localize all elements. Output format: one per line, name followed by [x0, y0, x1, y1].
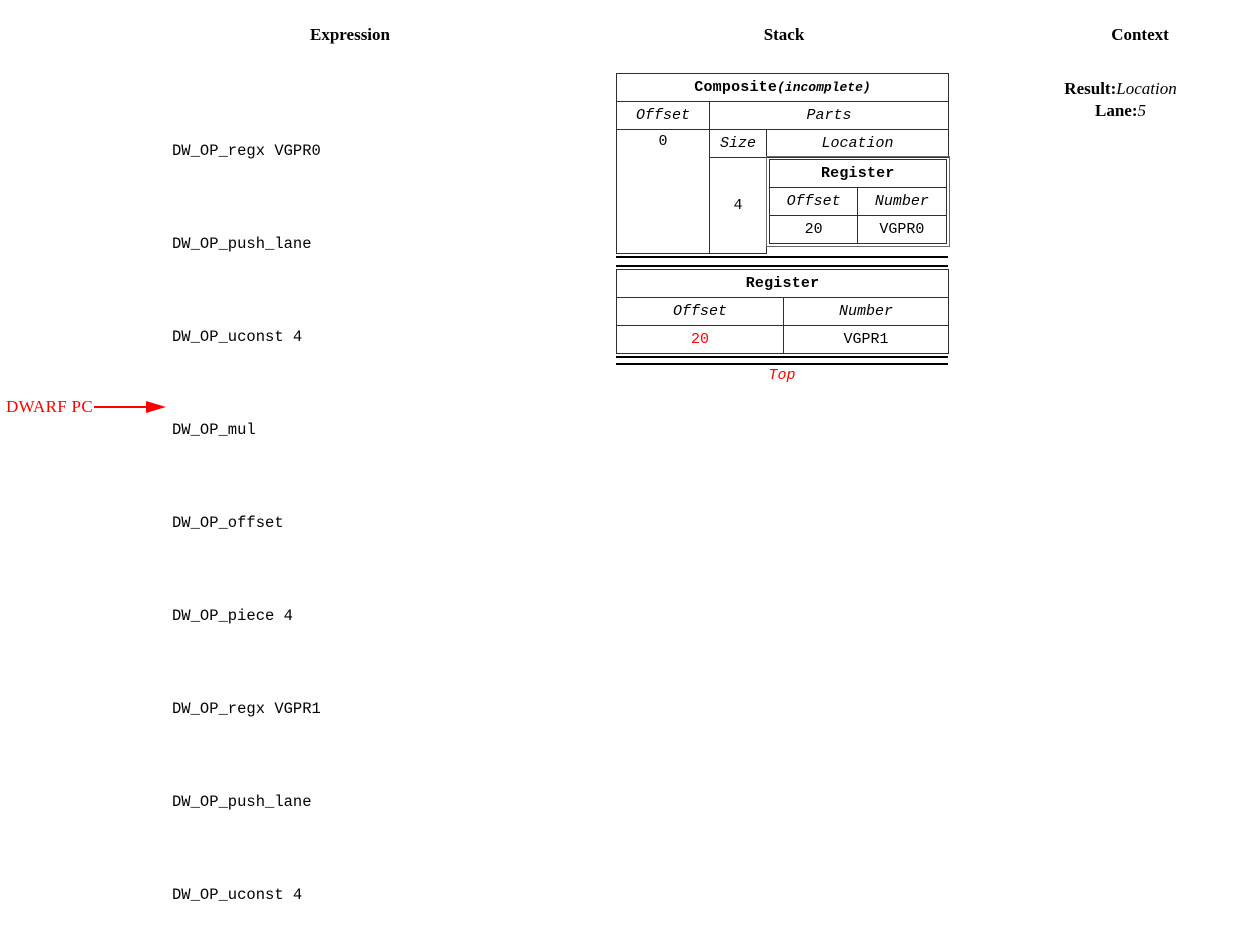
expression-line: DW_OP_offset	[172, 514, 284, 532]
expression-line: DW_OP_mul	[172, 421, 256, 439]
register-number-value: VGPR1	[783, 324, 949, 354]
part-size-value: 4	[709, 157, 767, 254]
stack-top-label: Top	[768, 366, 796, 384]
part-size-header: Size	[709, 129, 767, 158]
register-number-header: Number	[783, 296, 949, 326]
context-result-key: Result:	[1064, 79, 1117, 98]
column-header-stack: Stack	[763, 25, 805, 44]
register-title: Register	[616, 268, 949, 298]
context-row-result: Result:Location	[1000, 78, 1241, 100]
composite-parts-header: Parts	[709, 101, 949, 130]
expression-line: DW_OP_push_lane	[172, 793, 312, 811]
expression-line: DW_OP_regx VGPR0	[172, 142, 321, 160]
part-location-header: Location	[766, 129, 949, 158]
stack-entry-register: Register Offset Number 20 VGPR1	[616, 268, 949, 354]
dwarf-pc-label: DWARF PC	[6, 397, 93, 416]
part-location-cell: Register Offset Number 20 VGPR0	[766, 156, 950, 247]
dwarf-pc-marker: DWARF PC	[6, 396, 166, 418]
nested-register-offset-value: 20	[768, 215, 859, 244]
composite-offset-header: Offset	[616, 101, 710, 130]
context-block: Result:Location Lane:5	[1000, 78, 1241, 122]
stack-top-rule	[616, 355, 948, 365]
nested-register-number-value: VGPR0	[857, 215, 947, 244]
composite-table: Composite(incomplete) Offset Parts 0 Siz…	[616, 73, 950, 254]
register-offset-header: Offset	[616, 296, 784, 326]
column-header-expression: Expression	[310, 25, 390, 44]
column-header-context: Context	[1111, 25, 1169, 44]
register-offset-value: 20	[616, 324, 784, 354]
context-result-value: Location	[1116, 79, 1177, 98]
stack-diagram: Composite(incomplete) Offset Parts 0 Siz…	[616, 73, 950, 384]
expression-line: DW_OP_push_lane	[172, 235, 312, 253]
expression-line: DW_OP_uconst 4	[172, 328, 303, 346]
expression-listing: DW_OP_regx VGPR0 DW_OP_push_lane DW_OP_u…	[172, 74, 321, 936]
context-lane-value: 5	[1137, 101, 1147, 120]
expression-line: DW_OP_uconst 4	[172, 886, 303, 904]
stack-entry-composite: Composite(incomplete) Offset Parts 0 Siz…	[616, 73, 950, 254]
expression-line: DW_OP_piece 4	[172, 607, 293, 625]
stack-entry-separator	[616, 255, 948, 267]
context-lane-key: Lane:	[1095, 101, 1138, 120]
nested-register-offset-header: Offset	[768, 187, 859, 216]
nested-register-table: Register Offset Number 20 VGPR0	[766, 156, 950, 247]
arrow-right-icon	[93, 401, 166, 413]
register-table: Register Offset Number 20 VGPR1	[616, 268, 949, 354]
nested-register-title: Register	[769, 159, 947, 188]
composite-title-text: Composite	[694, 79, 778, 96]
composite-offset-value: 0	[616, 129, 710, 254]
composite-title-qualifier: (incomplete)	[777, 80, 871, 95]
composite-title: Composite(incomplete)	[616, 73, 949, 102]
expression-line: DW_OP_regx VGPR1	[172, 700, 321, 718]
context-row-lane: Lane:5	[1000, 100, 1241, 122]
nested-register-number-header: Number	[857, 187, 947, 216]
